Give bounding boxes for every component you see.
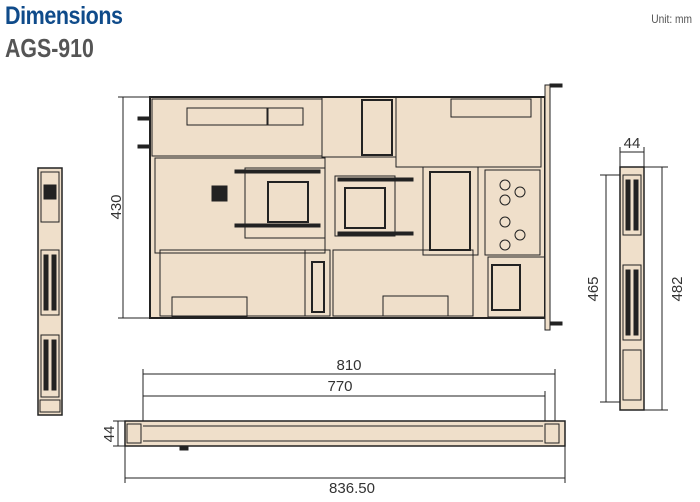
page-title: Dimensions [5,2,123,30]
rear-view [619,166,645,411]
top-view [137,83,563,331]
dim-810: 810 [336,357,361,374]
dim-836-50: 836.50 [329,480,375,497]
unit-label: Unit: mm [651,12,692,26]
dim-465: 465 [585,276,602,301]
dim-770: 770 [327,378,352,395]
side-view [124,420,566,451]
front-view [37,167,63,416]
dim-482: 482 [669,276,686,301]
dim-44-side: 44 [101,426,118,443]
dim-44-rear: 44 [624,135,641,152]
model-name: AGS-910 [5,33,94,63]
dim-430: 430 [108,194,125,219]
